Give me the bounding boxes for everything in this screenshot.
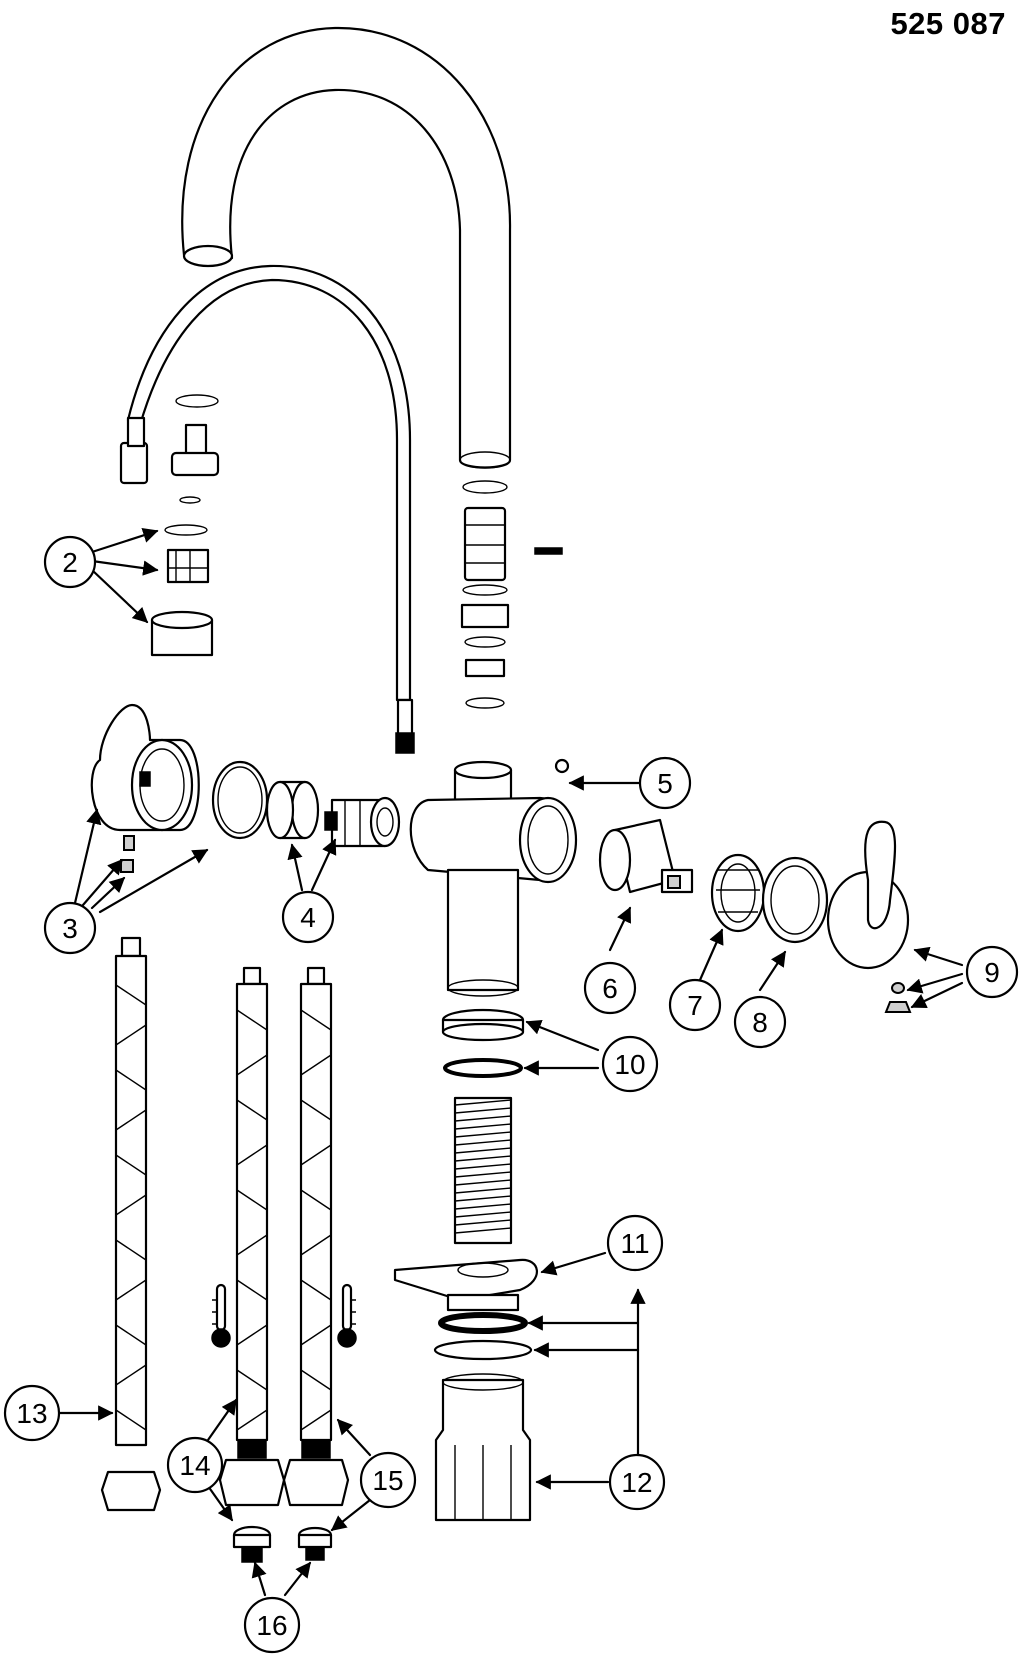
body-washer: [441, 1008, 525, 1078]
cold-side-housing: [90, 703, 269, 873]
callout-label: 16: [256, 1610, 287, 1641]
callout-label: 13: [16, 1398, 47, 1429]
hot-cartridge: [598, 818, 694, 894]
tap-body: [409, 760, 578, 997]
callout-label: 6: [602, 973, 618, 1004]
callout-5: 5: [638, 756, 692, 810]
callout-15: 15: [359, 1451, 417, 1509]
spout: [181, 26, 512, 469]
callout-label: 3: [62, 913, 78, 944]
hose-fittings: [460, 480, 563, 709]
cover-cap: [761, 856, 829, 944]
callout-label: 7: [687, 990, 703, 1021]
thermometer-icon: [211, 1283, 231, 1348]
callout-14: 14: [166, 1436, 224, 1494]
callout-10: 10: [601, 1035, 659, 1093]
callout-label: 11: [620, 1228, 649, 1259]
callout-11: 11: [606, 1214, 664, 1272]
callout-label: 5: [657, 768, 673, 799]
lever-handle: [826, 820, 912, 1013]
callout-label: 9: [984, 957, 1000, 988]
callout-3: 3: [43, 901, 97, 955]
callout-9: 9: [965, 945, 1019, 999]
spray-head-parts: [150, 394, 220, 657]
callout-12: 12: [608, 1453, 666, 1511]
callout-label: 14: [179, 1450, 210, 1481]
callout-label: 2: [62, 547, 78, 578]
callout-13: 13: [3, 1384, 61, 1442]
clamp-plate: [393, 1258, 538, 1312]
callout-label: 8: [752, 1007, 768, 1038]
pull-out-hose: [119, 264, 415, 754]
ring-nut: [710, 853, 766, 933]
set-screw: [554, 758, 570, 774]
cold-cartridge: [265, 780, 401, 848]
thermometer-icon: [337, 1283, 357, 1348]
callout-label: 12: [621, 1467, 652, 1498]
callout-6: 6: [583, 961, 637, 1015]
mounting-nut: [433, 1312, 533, 1522]
callout-label: 15: [372, 1465, 403, 1496]
leader-lines: [56, 527, 964, 1597]
callout-label: 10: [614, 1049, 645, 1080]
adapter-fittings: [232, 1525, 333, 1563]
callout-8: 8: [733, 995, 787, 1049]
document-number: 525 087: [890, 6, 1006, 41]
supply-hose-15: [282, 966, 350, 1507]
callout-7: 7: [668, 978, 722, 1032]
threaded-rod: [453, 1096, 513, 1245]
callout-2: 2: [43, 535, 97, 589]
callout-4: 4: [281, 890, 335, 944]
supply-hose-13: [100, 936, 162, 1512]
supply-hose-14: [218, 966, 286, 1507]
callout-label: 4: [300, 902, 316, 933]
callout-16: 16: [243, 1596, 301, 1654]
